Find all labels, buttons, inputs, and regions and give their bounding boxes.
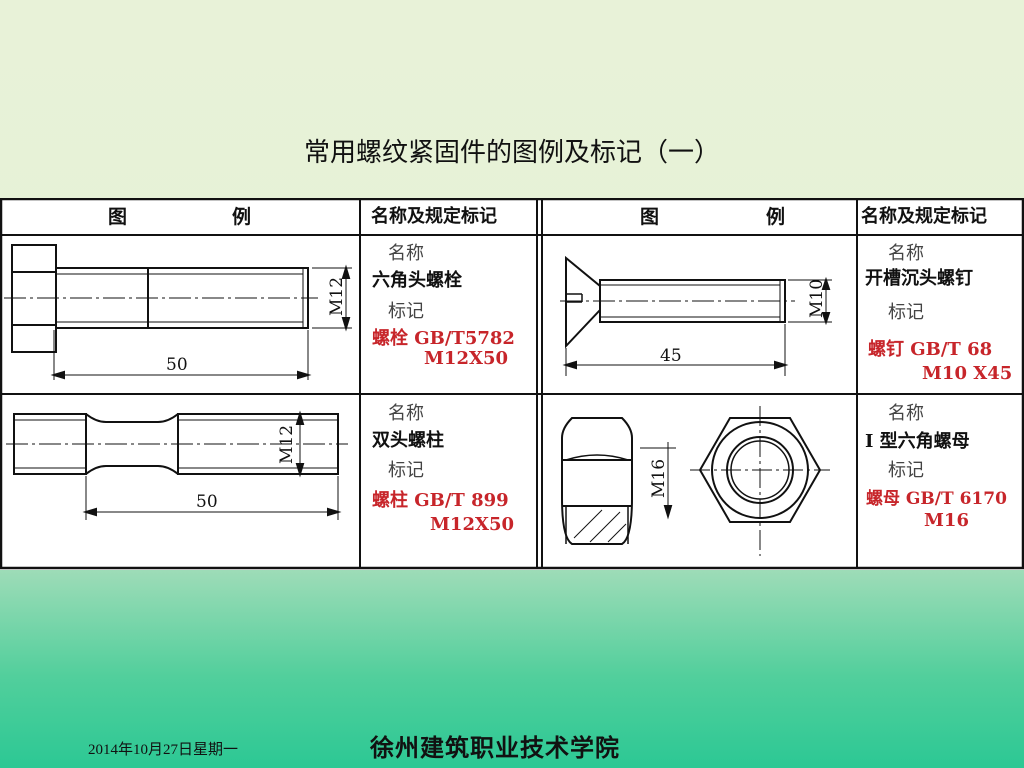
header-figure-char2-right: 例 (766, 206, 786, 228)
bolt-name: 六角头螺栓 (372, 270, 462, 291)
header-figure-char2: 例 (232, 206, 252, 228)
slide-title: 常用螺纹紧固件的图例及标记（一） (303, 138, 720, 168)
bolt-length-dim: 50 (166, 355, 188, 375)
header-name-mark: 名称及规定标记 (371, 206, 497, 227)
nut-name-label: 名称 (888, 403, 924, 424)
countersunk-screw-drawing (560, 255, 832, 376)
screw-mark-label: 标记 (888, 302, 924, 323)
bolt-thread-dim: M12 (327, 277, 347, 316)
bolt-mark-label: 标记 (388, 301, 424, 322)
nut-name: I 型六角螺母 (865, 431, 970, 452)
hex-bolt-drawing (4, 244, 352, 380)
screw-name-label: 名称 (888, 243, 924, 264)
stud-mark-line1: 螺柱 GB/T 899 (372, 490, 509, 511)
stud-mark-line2: M12X50 (430, 514, 514, 535)
nut-mark-line2: M16 (924, 510, 969, 531)
stud-thread-dim: M12 (277, 425, 297, 464)
screw-mark-line1: 螺钉 GB/T 68 (868, 339, 993, 360)
hex-nut-top-drawing (690, 406, 830, 556)
header-figure-char1-right: 图 (640, 206, 660, 228)
double-end-stud-drawing (6, 410, 348, 520)
stud-mark-label: 标记 (388, 460, 424, 481)
nut-mark-label: 标记 (888, 460, 924, 481)
fastener-table: 50 M12 45 M10 (0, 198, 1024, 570)
screw-name: 开槽沉头螺钉 (865, 268, 973, 289)
stud-length-dim: 50 (196, 492, 218, 512)
bolt-mark-line2: M12X50 (424, 348, 508, 369)
stud-name-label: 名称 (388, 403, 424, 424)
header-figure-char1: 图 (108, 206, 128, 228)
header-name-mark-right: 名称及规定标记 (861, 206, 987, 227)
nut-thread-dim: M16 (649, 459, 669, 498)
screw-mark-line2: M10 X45 (922, 363, 1013, 384)
screw-thread-dim: M10 (807, 279, 827, 318)
nut-mark-line1: 螺母 GB/T 6170 (866, 489, 1007, 509)
hex-nut-side-drawing (561, 417, 676, 545)
footer-date: 2014年10月27日星期一 (88, 742, 239, 758)
table-drawings: 50 M12 45 M10 (0, 198, 1024, 570)
bolt-mark-line1: 螺栓 GB/T5782 (372, 328, 515, 349)
table-grid (0, 198, 1024, 570)
screw-length-dim: 45 (660, 346, 682, 366)
bolt-name-label: 名称 (388, 243, 424, 264)
stud-name: 双头螺柱 (372, 430, 444, 451)
footer-school: 徐州建筑职业技术学院 (370, 734, 620, 762)
